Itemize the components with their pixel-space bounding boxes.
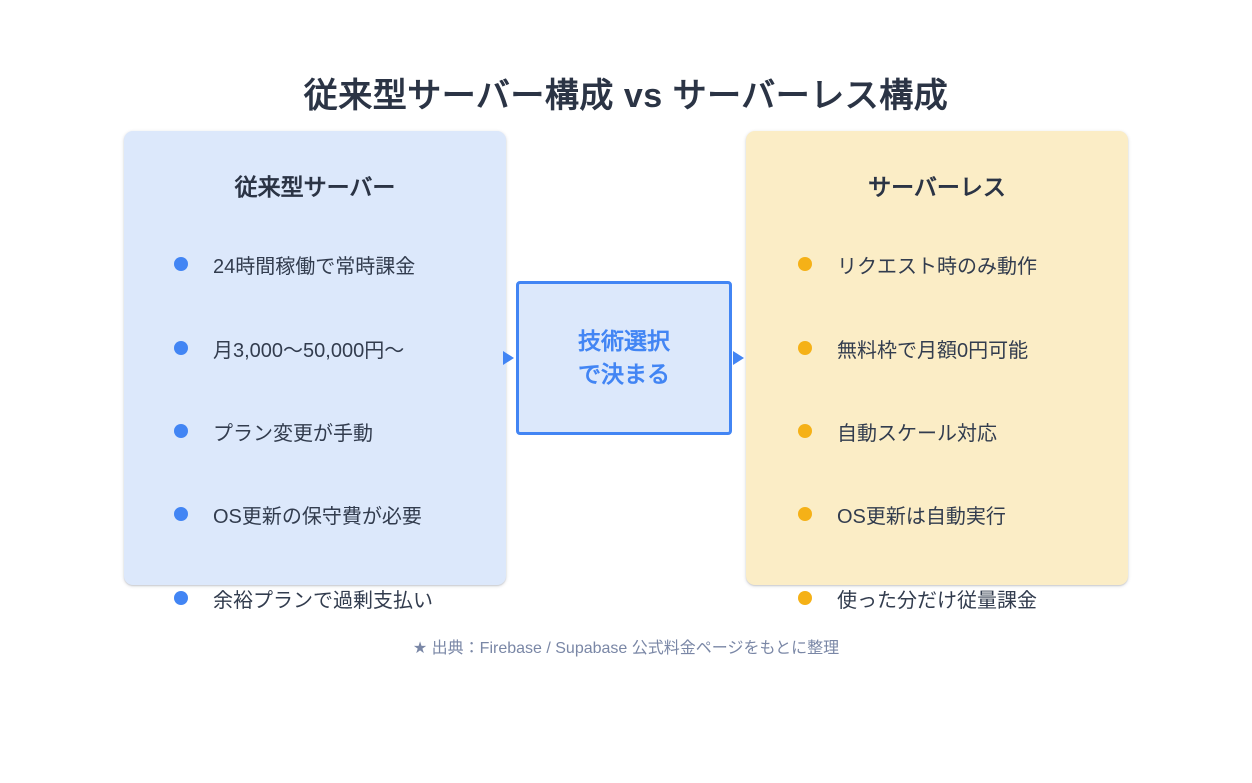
list-item-label: OS更新の保守費が必要 (213, 505, 422, 528)
dot-icon (798, 591, 812, 605)
list-item: 無料枠で月額0円可能 (798, 335, 1029, 362)
dot-icon (174, 341, 188, 355)
arrow-right-triangle-icon (503, 351, 514, 365)
list-item: OS更新の保守費が必要 (174, 501, 422, 528)
list-item-label: 使った分だけ従量課金 (837, 589, 1037, 612)
list-item-label: OS更新は自動実行 (837, 505, 1006, 528)
page-title: 従来型サーバー構成 vs サーバーレス構成 (303, 77, 949, 115)
list-item-label: 無料枠で月額0円可能 (837, 339, 1029, 362)
list-item-label: リクエスト時のみ動作 (837, 255, 1037, 278)
list-item-label: 余裕プランで過剰支払い (213, 589, 433, 612)
list-item-label: 24時間稼働で常時課金 (213, 255, 416, 278)
list-item: 使った分だけ従量課金 (798, 585, 1037, 612)
list-item: リクエスト時のみ動作 (798, 251, 1037, 278)
left-panel-heading: 従来型サーバー (234, 174, 396, 200)
source-note: ★ 出典：Firebase / Supabase 公式料金ページをもとに整理 (412, 640, 840, 657)
dot-icon (798, 424, 812, 438)
dot-icon (798, 341, 812, 355)
list-item: 月3,000〜50,000円〜 (174, 335, 405, 362)
dot-icon (174, 507, 188, 521)
dot-icon (174, 424, 188, 438)
list-item: OS更新は自動実行 (798, 501, 1006, 528)
list-item-label: 月3,000〜50,000円〜 (213, 339, 405, 362)
list-item: プラン変更が手動 (174, 418, 373, 445)
arrow-right-triangle-icon (733, 351, 744, 365)
dot-icon (174, 257, 188, 271)
right-panel-heading: サーバーレス (868, 174, 1006, 200)
list-item-label: 自動スケール対応 (837, 422, 997, 445)
list-item: 余裕プランで過剰支払い (174, 585, 433, 612)
traditional-server-panel: 従来型サーバー (124, 131, 506, 585)
decision-callout-line-2: で決まる (578, 361, 670, 387)
dot-icon (798, 257, 812, 271)
dot-icon (174, 591, 188, 605)
decision-callout-line-1: 技術選択 (578, 328, 670, 355)
decision-callout-box: 技術選択 で決まる (516, 281, 732, 435)
list-item: 24時間稼働で常時課金 (174, 251, 416, 278)
list-item: 自動スケール対応 (798, 418, 997, 445)
dot-icon (798, 507, 812, 521)
list-item-label: プラン変更が手動 (213, 422, 373, 445)
